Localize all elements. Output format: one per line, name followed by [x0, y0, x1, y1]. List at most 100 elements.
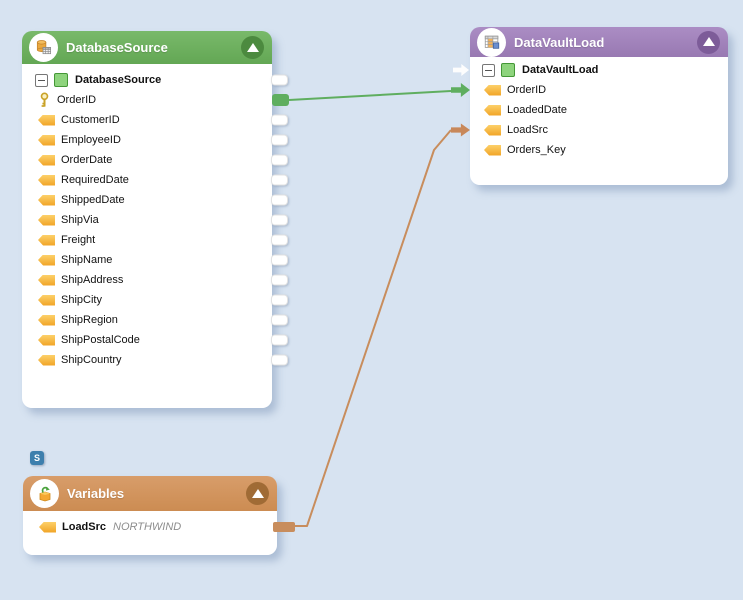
field-icon — [484, 124, 501, 136]
node-data-vault-load[interactable]: DataVaultLoad DataVaultLoad OrderID — [451, 27, 728, 185]
output-port[interactable] — [271, 314, 288, 326]
input-port[interactable] — [453, 64, 469, 76]
field-label: ShipName — [61, 254, 113, 266]
output-port[interactable] — [271, 214, 288, 226]
field-icon — [38, 314, 55, 326]
output-port[interactable] — [273, 522, 295, 532]
field-label: Orders_Key — [507, 144, 566, 156]
field-icon — [38, 234, 55, 246]
database-source-body: DatabaseSource OrderID — [22, 64, 289, 408]
field-label: OrderDate — [61, 154, 113, 166]
field-icon — [38, 334, 55, 346]
input-port[interactable] — [451, 83, 470, 97]
node-variables[interactable]: Variables LoadSrc NORTHWIND — [23, 476, 295, 555]
tag-icon — [38, 254, 55, 266]
node-title: Variables — [67, 486, 125, 501]
field-row[interactable]: ShippedDate — [22, 190, 288, 210]
field-icon — [38, 214, 55, 226]
output-port[interactable] — [271, 154, 288, 166]
output-port[interactable] — [271, 294, 288, 306]
root-row[interactable]: DataVaultLoad — [453, 60, 728, 80]
field-row[interactable]: RequiredDate — [22, 170, 288, 190]
output-port[interactable] — [271, 274, 288, 286]
output-port[interactable] — [271, 234, 288, 246]
field-row[interactable]: LoadSrc — [451, 120, 728, 140]
field-row[interactable]: ShipVia — [22, 210, 288, 230]
tag-icon — [39, 521, 56, 533]
field-row[interactable]: ShipCountry — [22, 350, 288, 370]
wire-loadsrc-to-loadsrc[interactable] — [294, 129, 452, 527]
field-row[interactable]: CustomerID — [22, 110, 288, 130]
field-row[interactable]: ShipAddress — [22, 270, 288, 290]
node-title: DataVaultLoad — [514, 34, 605, 50]
field-row[interactable]: ShipName — [22, 250, 288, 270]
entity-icon — [501, 63, 515, 77]
field-row[interactable]: EmployeeID — [22, 130, 288, 150]
input-port[interactable] — [451, 123, 470, 137]
output-port[interactable] — [271, 174, 288, 186]
field-icon — [38, 354, 55, 366]
step-badge: S — [30, 451, 44, 465]
output-port[interactable] — [271, 334, 288, 346]
field-label: LoadSrc — [62, 521, 107, 533]
output-port[interactable] — [271, 74, 288, 86]
collapse-button[interactable] — [246, 482, 269, 505]
key-icon — [40, 92, 49, 107]
collapse-toggle-icon[interactable] — [35, 73, 48, 87]
root-label: DataVaultLoad — [522, 64, 599, 76]
collapse-button[interactable] — [697, 30, 720, 54]
field-row[interactable]: LoadSrc NORTHWIND — [23, 517, 295, 537]
data-vault-load-body: DataVaultLoad OrderID LoadedDate — [451, 57, 728, 185]
root-row[interactable]: DatabaseSource — [22, 70, 288, 90]
tag-icon — [484, 144, 501, 156]
field-row[interactable]: Orders_Key — [470, 140, 728, 160]
field-row[interactable]: OrderDate — [22, 150, 288, 170]
collapse-toggle-icon[interactable] — [482, 63, 495, 77]
collapse-button[interactable] — [241, 36, 264, 59]
field-list: OrderID LoadedDate LoadSrc — [451, 80, 728, 160]
tag-icon — [38, 334, 55, 346]
tag-icon — [484, 124, 501, 136]
output-port[interactable] — [271, 254, 288, 266]
output-port[interactable] — [271, 354, 288, 366]
variables-body: LoadSrc NORTHWIND — [23, 511, 295, 555]
field-list: LoadSrc NORTHWIND — [23, 517, 295, 537]
wire-orderid-to-orderid[interactable] — [288, 90, 452, 101]
output-port[interactable] — [271, 114, 288, 126]
entity-icon — [54, 73, 68, 87]
field-row[interactable]: OrderID — [22, 90, 289, 110]
field-icon — [484, 104, 501, 116]
triangle-up-icon — [251, 488, 264, 498]
field-label: ShippedDate — [61, 194, 125, 206]
data-vault-load-header[interactable]: DataVaultLoad — [470, 27, 728, 57]
field-label: ShipPostalCode — [61, 334, 140, 346]
tag-icon — [38, 114, 55, 126]
output-port[interactable] — [271, 134, 288, 146]
tag-icon — [38, 134, 55, 146]
field-row[interactable]: ShipRegion — [22, 310, 288, 330]
field-row[interactable]: Freight — [22, 230, 288, 250]
field-row[interactable]: ShipPostalCode — [22, 330, 288, 350]
database-source-header[interactable]: DatabaseSource — [22, 31, 272, 64]
tag-icon — [38, 194, 55, 206]
field-label: ShipCountry — [61, 354, 122, 366]
field-row[interactable]: OrderID — [451, 80, 728, 100]
field-label: Freight — [61, 234, 96, 246]
field-icon — [38, 134, 55, 146]
tag-icon — [38, 274, 55, 286]
tag-icon — [38, 294, 55, 306]
field-row[interactable]: LoadedDate — [470, 100, 728, 120]
field-row[interactable]: ShipCity — [22, 290, 288, 310]
node-database-source[interactable]: DatabaseSource DatabaseSource — [22, 31, 289, 408]
field-icon — [38, 194, 55, 206]
output-port[interactable] — [271, 194, 288, 206]
field-icon — [38, 254, 55, 266]
field-icon — [38, 294, 55, 306]
database-icon — [29, 33, 58, 62]
variables-icon — [30, 479, 59, 508]
variables-header[interactable]: Variables — [23, 476, 277, 511]
output-port[interactable] — [272, 94, 289, 106]
table-icon — [477, 27, 506, 57]
